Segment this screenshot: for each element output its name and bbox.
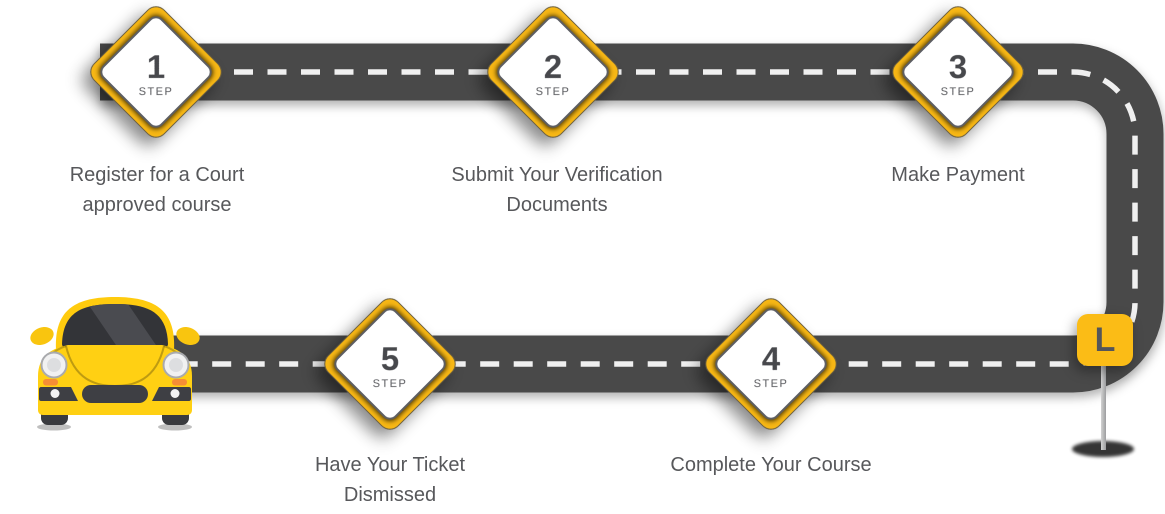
step-caption-5: Have Your Ticket Dismissed — [314, 454, 466, 507]
step-label: STEP — [940, 85, 976, 98]
step-caption-3: Make Payment — [891, 164, 1025, 186]
step-number: 1 — [146, 47, 166, 85]
step-label: STEP — [138, 85, 174, 98]
step-label: STEP — [372, 377, 408, 390]
step-caption-2: Submit Your Verification Documents — [451, 164, 663, 217]
car-grille — [82, 385, 148, 403]
step-caption-1: Register for a Court approved course — [69, 164, 245, 217]
step-number: 5 — [380, 339, 400, 377]
step-label: STEP — [753, 377, 789, 390]
car-icon — [30, 297, 200, 431]
step-number: 2 — [543, 47, 563, 85]
step-label: STEP — [535, 85, 571, 98]
learner-plate-letter: L — [1094, 320, 1116, 359]
sign-pole — [1101, 358, 1106, 450]
step-number: 4 — [761, 339, 781, 377]
step-number: 3 — [948, 47, 968, 85]
car-body — [38, 345, 192, 415]
learner-plate-icon: L — [1077, 314, 1133, 366]
step-caption-4: Complete Your Course — [670, 454, 872, 476]
